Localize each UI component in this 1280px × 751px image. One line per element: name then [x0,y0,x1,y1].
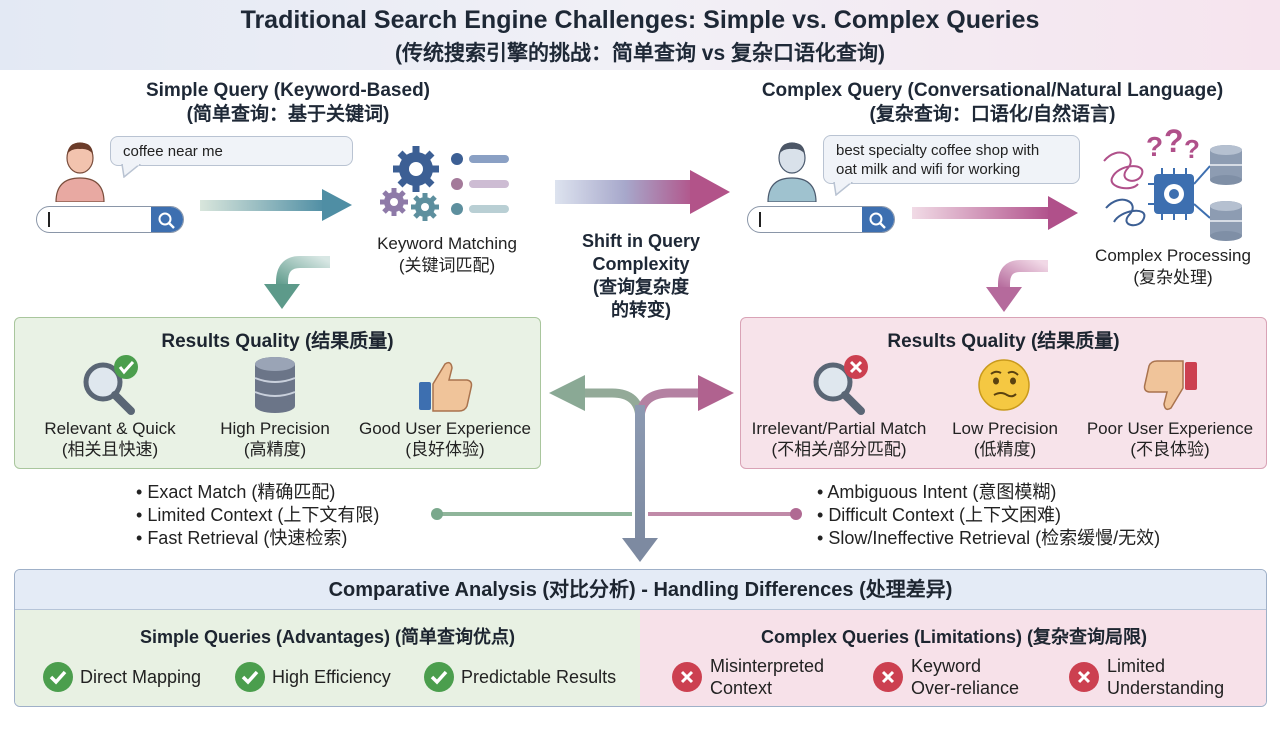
svg-text:?: ? [1164,126,1184,159]
list-item: Fast Retrieval (快速检索) [136,527,436,550]
complex-processing-chip-icon: ? ? ? [1103,126,1242,241]
simple-query-bubble: coffee near me [110,136,353,166]
simple-result-3: Good User Experience(良好体验) [359,419,531,459]
complex-result-1: Irrelevant/Partial Match(不相关/部分匹配) [751,419,927,459]
complex-result-3: Poor User Experience(不良体验) [1086,419,1254,459]
complex-search-input[interactable] [747,206,895,233]
fork-left-arrowhead [549,375,585,411]
advantage-item: Predictable Results [461,667,617,687]
simple-heading: Simple Query (Keyword-Based) [145,80,431,101]
simple-heading-cn: (简单查询：基于关键词) [186,104,390,125]
complex-heading: Complex Query (Conversational/Natural La… [761,80,1224,101]
svg-text:?: ? [1146,131,1163,162]
limitations-title: Complex Queries (Limitations) (复杂查询局限) [760,627,1148,647]
fork-right-arrowhead [698,375,734,411]
simple-search-input[interactable] [36,206,184,233]
complex-processing-label-cn: (复杂处理) [1133,268,1213,287]
search-icon [869,212,886,229]
simple-results-arrow [276,256,330,288]
page-subtitle: (传统搜索引擎的挑战：简单查询 vs 复杂口语化查询) [394,42,885,65]
list-item: Difficult Context (上下文困难) [817,504,1237,527]
simple-bullet-list: Exact Match (精确匹配) Limited Context (上下文有… [136,481,436,550]
complex-bullet-list: Ambiguous Intent (意图模糊) Difficult Contex… [817,481,1237,550]
simple-flow-arrow [200,200,325,211]
list-item: Ambiguous Intent (意图模糊) [817,481,1237,504]
simple-query-text: coffee near me [123,143,223,160]
x-circle-icon [672,662,702,692]
fork-stem [635,405,645,542]
comparative-analysis-panel: Comparative Analysis (对比分析) - Handling D… [14,569,1267,707]
simple-search-button[interactable] [151,207,183,232]
thumbs-up-icon [419,361,473,412]
shift-arrow [555,180,695,204]
user-avatar-icon [767,142,817,202]
magnifier-check-icon [83,355,138,415]
search-icon [158,212,175,229]
advantage-item: Direct Mapping [80,667,202,687]
page-title: Traditional Search Engine Challenges: Si… [240,6,1040,34]
limitations-panel: Complex Queries (Limitations) (复杂查询局限) M… [640,610,1266,706]
user-avatar-icon [55,142,105,202]
complex-result-2: Low Precision(低精度) [952,419,1058,459]
complex-search-button[interactable] [862,207,894,232]
complex-results-box: Results Quality (结果质量) Irrelevant/Partia… [740,317,1267,469]
keyword-matching-label: Keyword Matching [377,234,517,253]
svg-text:?: ? [1184,134,1200,164]
comparative-analysis-title: Comparative Analysis (对比分析) - Handling D… [15,570,1266,610]
check-icon [235,662,265,692]
text-caret [48,212,50,227]
shift-label: Shift in Query Complexity (查询复杂度 的转变) [581,231,700,320]
complex-results-title: Results Quality (结果质量) [887,331,1120,352]
check-icon [424,662,454,692]
thumbs-down-icon [1143,360,1197,411]
complex-heading-cn: (复杂查询：口语化/自然语言) [869,104,1116,125]
complex-results-arrow [998,260,1048,290]
advantage-item: High Efficiency [272,667,391,687]
advantages-title: Simple Queries (Advantages) (简单查询优点) [139,627,516,647]
x-circle-icon [1069,662,1099,692]
complex-flow-arrow [912,207,1052,219]
x-circle-icon [873,662,903,692]
check-icon [43,662,73,692]
header-band [0,0,1280,70]
complex-query-text-line1: best specialty coffee shop with [836,142,1040,159]
keyword-matching-label-cn: (关键词匹配) [398,256,496,275]
list-item: Limited Context (上下文有限) [136,504,436,527]
simple-result-1: Relevant & Quick(相关且快速) [44,419,176,459]
confused-face-icon [978,359,1030,411]
list-item: Exact Match (精确匹配) [136,481,436,504]
complex-processing-label: Complex Processing [1095,246,1251,265]
simple-results-title: Results Quality (结果质量) [161,331,394,352]
complex-query-text-line2: oat milk and wifi for working [836,161,1021,178]
simple-result-2: High Precision(高精度) [220,419,330,459]
simple-results-box: Results Quality (结果质量) Relevant & Quick(… [14,317,541,469]
database-icon [254,357,296,413]
complex-query-bubble: best specialty coffee shop with oat milk… [823,135,1080,184]
keyword-matching-gears-icon [380,146,509,221]
magnifier-x-icon [813,355,868,415]
text-caret [759,212,761,227]
advantages-panel: Simple Queries (Advantages) (简单查询优点) Dir… [15,610,640,706]
list-item: Slow/Ineffective Retrieval (检索缓慢/无效) [817,527,1237,550]
